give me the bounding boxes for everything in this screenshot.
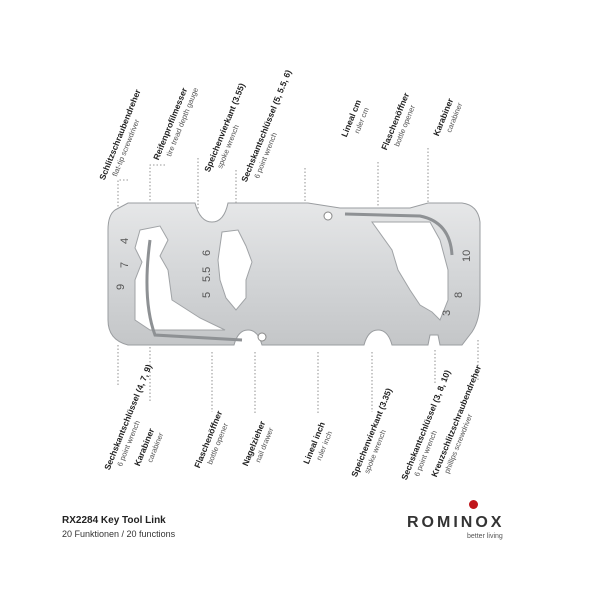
hex-wrench-cutout-center xyxy=(217,229,253,311)
hex-wrench-cutout-left xyxy=(134,225,226,331)
carabiner-gate-right xyxy=(344,212,454,256)
brand-name: ROMINOX xyxy=(407,514,505,531)
num-left-top: 4 xyxy=(119,238,131,244)
brand-tagline: better living xyxy=(467,533,503,540)
product-title: RX2284 Key Tool Link xyxy=(62,515,166,526)
hole-bottom xyxy=(257,332,267,342)
num-right-c: 3 xyxy=(441,310,453,316)
num-left-low: 9 xyxy=(115,284,127,290)
num-center-low: 5 xyxy=(201,292,213,298)
num-center-top: 6 xyxy=(201,250,213,256)
carabiner-gate-left xyxy=(145,239,243,342)
product-subtitle: 20 Funktionen / 20 functions xyxy=(62,529,176,539)
brand-logo: ROMINOX better living xyxy=(407,500,542,552)
num-right-b: 8 xyxy=(453,292,465,298)
hex-wrench-cutout-right xyxy=(371,221,449,321)
brand-dot-icon xyxy=(469,500,478,509)
bottom-leader-lines xyxy=(117,340,479,415)
num-left-mid: 7 xyxy=(119,262,131,268)
num-right-a: 10 xyxy=(461,250,473,262)
hole-top xyxy=(323,211,333,221)
num-center-mid: 5.5 xyxy=(201,267,213,282)
